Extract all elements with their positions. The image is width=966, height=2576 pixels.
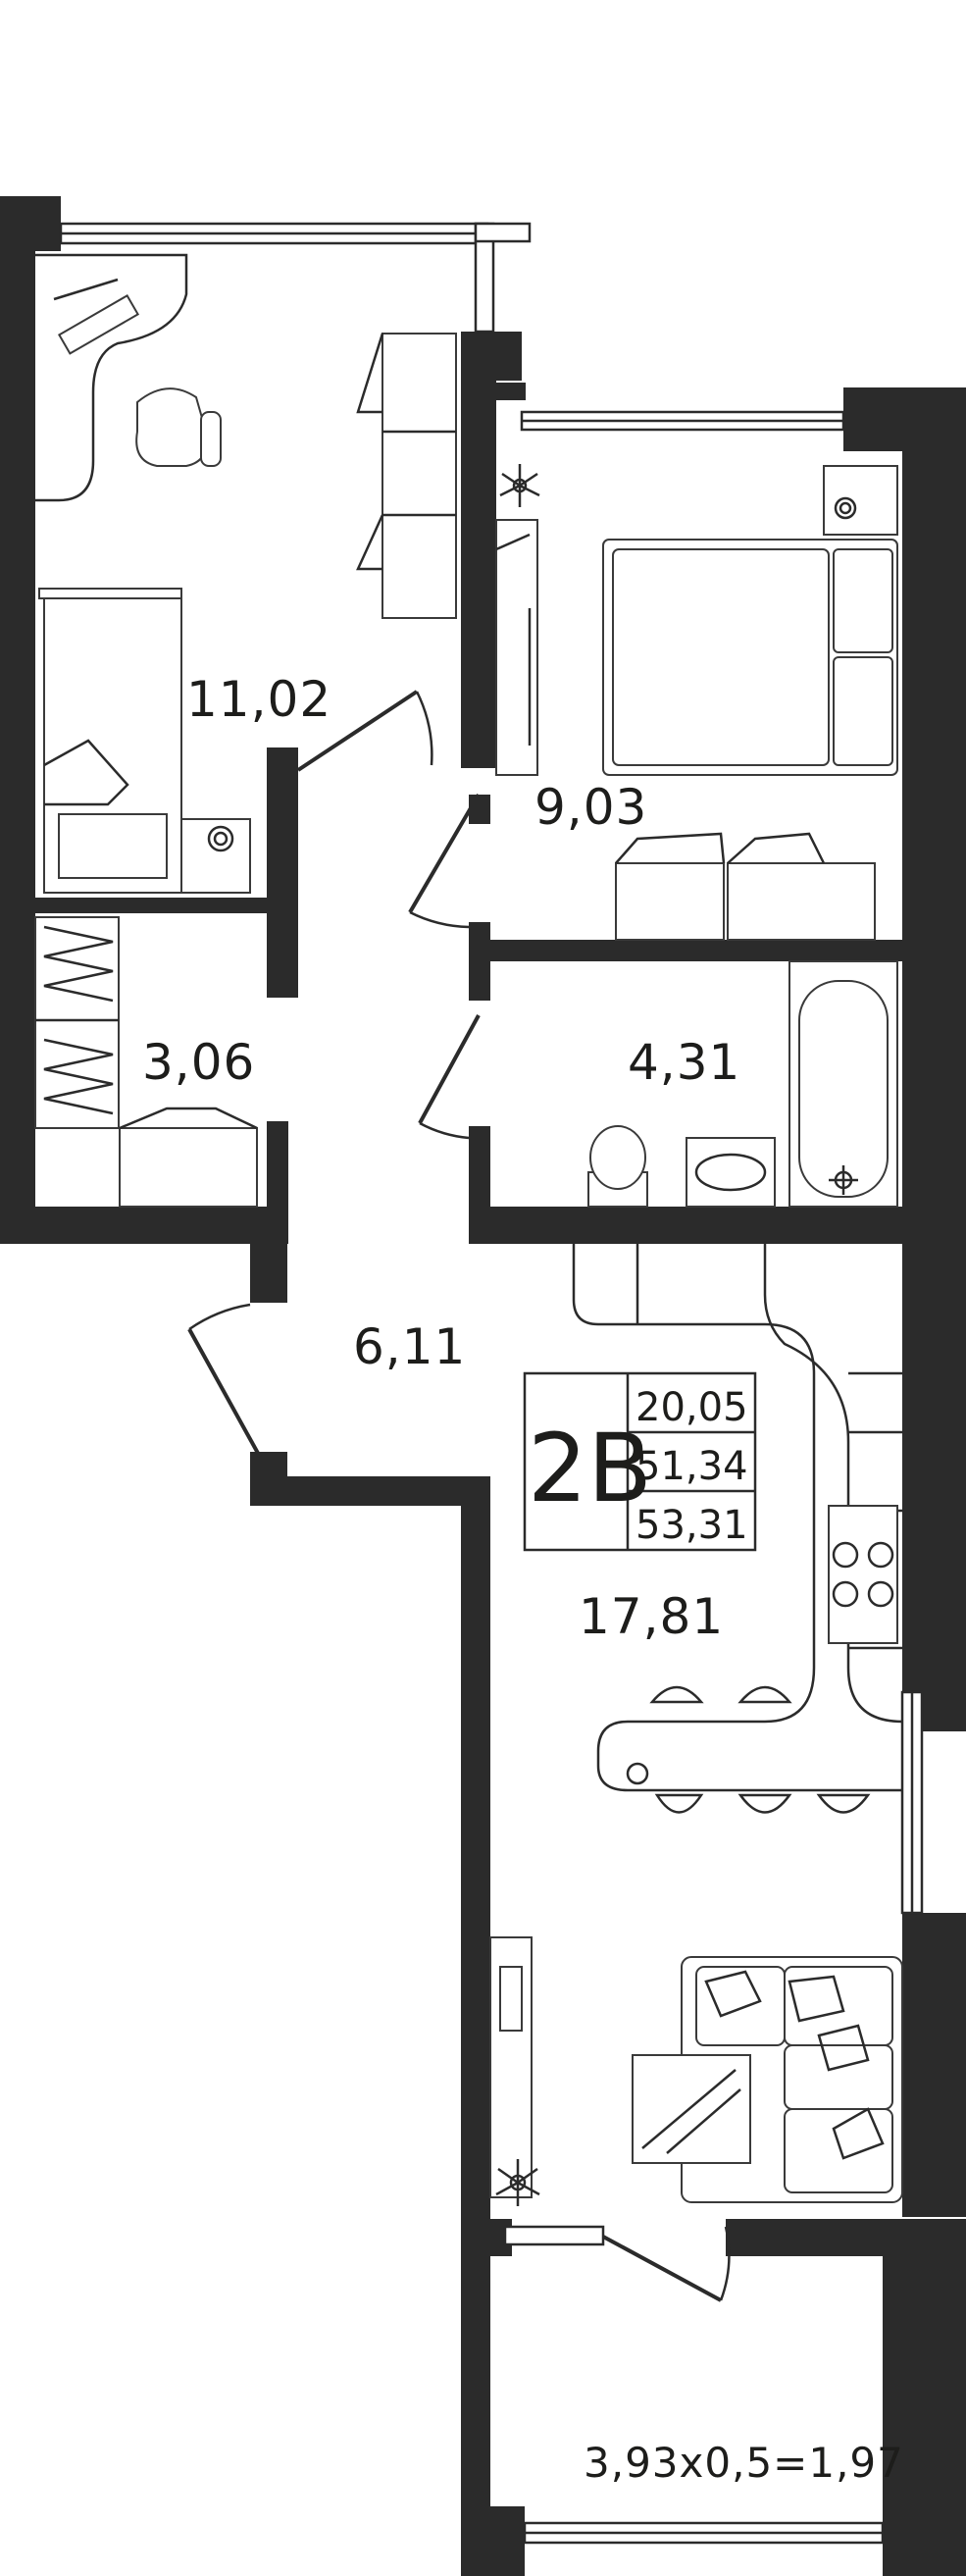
area-total: 51,34 — [636, 1444, 748, 1489]
room-area-balcony: 3,93х0,5=1,97 — [584, 2439, 904, 2487]
room-area-hall: 6,11 — [353, 1318, 466, 1375]
windows — [59, 222, 924, 2545]
area-living: 20,05 — [636, 1385, 748, 1430]
bar-stools — [626, 1685, 871, 1814]
room-area-bedroom-left: 11,02 — [186, 671, 331, 728]
room-area-bedroom-right: 9,03 — [534, 779, 647, 836]
doors — [187, 690, 731, 2302]
walls — [0, 196, 966, 2576]
room-area-kitchen-living: 17,81 — [579, 1588, 724, 1645]
room-area-bathroom: 4,31 — [628, 1034, 740, 1091]
room-labels: 11,02 9,03 3,06 4,31 6,11 17,81 3,93х0,5… — [142, 671, 904, 2487]
furniture — [34, 253, 903, 2206]
apartment-code: 2В — [528, 1414, 652, 1523]
apartment-info-box: 2В 20,05 51,34 53,31 — [523, 1371, 757, 1552]
area-total-with-balcony: 53,31 — [636, 1503, 748, 1548]
room-area-closet: 3,06 — [142, 1034, 255, 1091]
